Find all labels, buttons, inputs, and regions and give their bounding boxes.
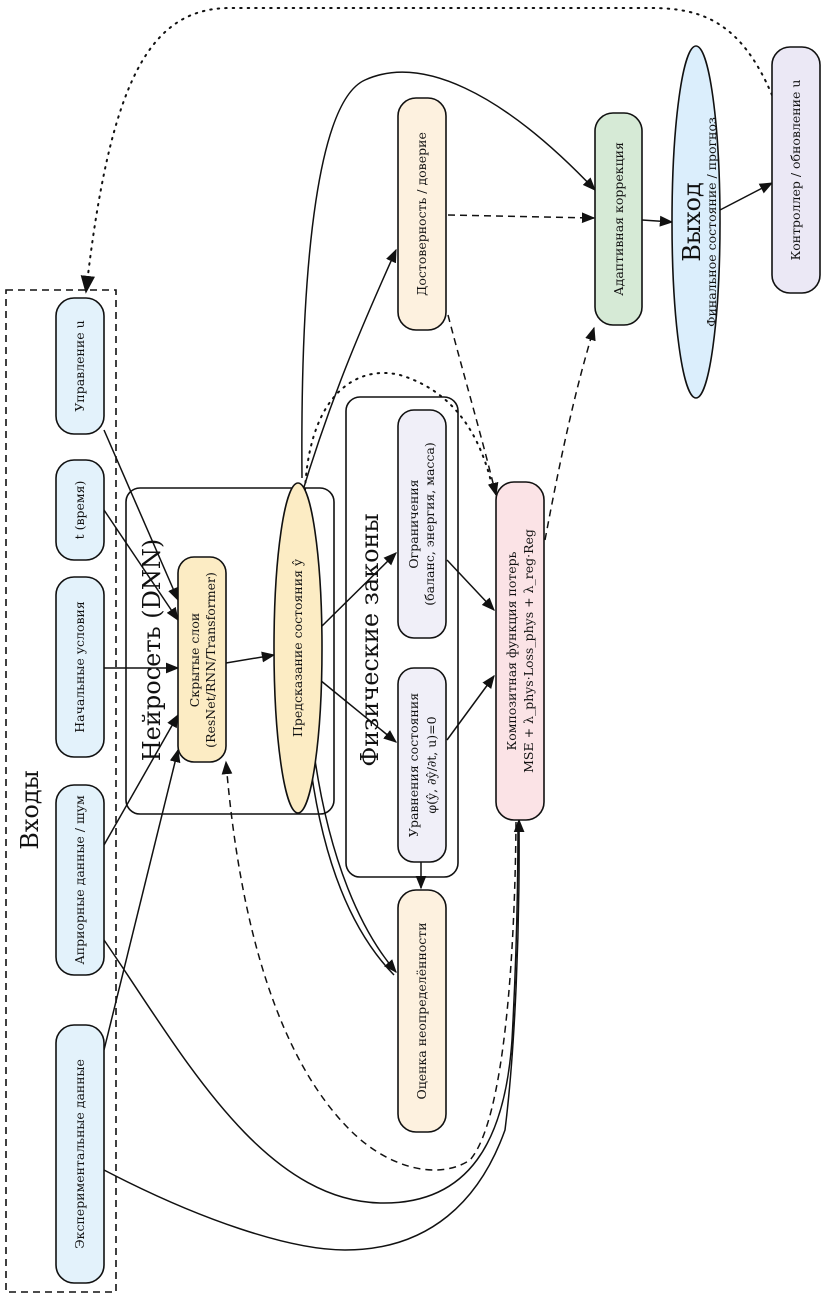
group-physics: Физические законы (345, 396, 459, 878)
initial-conditions-label: Начальные условия (72, 601, 87, 733)
adaptive-correction-label: Адаптивная коррекция (611, 142, 626, 296)
time-label: t (время) (72, 481, 87, 540)
inputs-group-frame (5, 289, 117, 1293)
group-inputs: Входы (5, 289, 117, 1293)
physics-group-frame (345, 396, 459, 878)
edge-prediction-to-confidence (299, 248, 397, 501)
edge-output-to-controller (719, 182, 774, 211)
node-prior-data[interactable]: Априорные данные / шум (55, 784, 105, 976)
node-confidence[interactable]: Достоверность / доверие (397, 97, 447, 331)
hidden-layers-label-2: (ResNet/RNN/Transformer) (203, 572, 218, 748)
hidden-layers-label-1: Скрытые слои (187, 613, 202, 707)
node-initial-conditions[interactable]: Начальные условия (55, 576, 105, 758)
prediction-label: Предсказание состояния ŷ (290, 558, 305, 737)
edge-prediction-to-uncertainty-2 (310, 769, 395, 976)
inputs-group-title: Входы (16, 770, 44, 850)
edge-state-eq-to-loss (446, 674, 495, 741)
experimental-data-label: Экспериментальные данные (72, 1059, 87, 1249)
node-control-u[interactable]: Управление u (55, 297, 105, 435)
loss-label-2: MSE + λ_phys·Loss_phys + λ_reg·Reg (521, 529, 536, 773)
edge-loss-to-correction (544, 326, 596, 541)
edge-prediction-to-loss-dotted (304, 371, 494, 491)
group-dnn: Нейросеть (DNN) (125, 487, 335, 815)
uncertainty-label: Оценка неопределённости (414, 922, 429, 1099)
node-hidden-layers[interactable]: Скрытые слои (ResNet/RNN/Transformer) (177, 556, 227, 763)
control-u-label: Управление u (72, 320, 87, 411)
physics-group-title: Физические законы (356, 513, 384, 766)
dnn-group-frame (125, 487, 335, 815)
node-state-equations[interactable]: Уравнения состояния φ(ŷ, ∂ŷ/∂t, u)=0 (397, 667, 447, 863)
node-experimental-data[interactable]: Экспериментальные данные (55, 1024, 105, 1284)
output-title: Выход (678, 182, 706, 262)
node-constraints[interactable]: Ограничения (баланс, энергия, масса) (397, 409, 447, 639)
edge-controller-to-control-u (80, 7, 773, 294)
node-controller[interactable]: Контроллер / обновление u (771, 46, 821, 294)
edge-prior-to-loss (103, 821, 519, 1204)
edge-prior-to-hidden (103, 713, 179, 846)
node-prediction[interactable]: Предсказание состояния ŷ (273, 482, 323, 814)
node-uncertainty[interactable]: Оценка неопределённости (397, 889, 447, 1133)
node-time[interactable]: t (время) (55, 459, 105, 561)
confidence-label: Достоверность / доверие (414, 132, 429, 296)
edge-loss-to-hidden-dashed (221, 760, 517, 1171)
edges (80, 7, 774, 1251)
dnn-group-title: Нейросеть (DNN) (138, 539, 166, 762)
controller-label: Контроллер / обновление u (788, 80, 803, 261)
edge-prediction-to-constraints (319, 552, 397, 629)
edge-experimental-to-hidden (103, 748, 181, 1051)
constraints-label-2: (баланс, энергия, масса) (422, 442, 437, 605)
edge-prediction-to-uncertainty (314, 759, 397, 974)
edge-constraints-to-loss (446, 559, 495, 611)
loss-label-1: Композитная функция потерь (504, 551, 519, 750)
edge-prediction-to-correction (301, 71, 596, 479)
edge-prediction-to-state-eq (319, 679, 398, 743)
edge-experimental-to-loss (103, 818, 525, 1251)
edge-confidence-to-loss (447, 314, 499, 497)
node-adaptive-correction[interactable]: Адаптивная коррекция (594, 112, 643, 326)
edge-correction-to-output (641, 215, 674, 227)
node-output[interactable]: Выход Финальное состояние / прогноз (671, 45, 721, 399)
state-equations-label-2: φ(ŷ, ∂ŷ/∂t, u)=0 (424, 716, 439, 813)
constraints-label-1: Ограничения (406, 479, 421, 568)
edge-hidden-to-prediction (225, 651, 276, 664)
edge-confidence-to-correction (447, 212, 596, 224)
node-loss[interactable]: Композитная функция потерь MSE + λ_phys·… (495, 481, 545, 821)
state-equations-label-1: Уравнения состояния (406, 693, 421, 837)
prior-data-label: Априорные данные / шум (72, 795, 87, 965)
output-subtitle: Финальное состояние / прогноз (704, 117, 719, 327)
